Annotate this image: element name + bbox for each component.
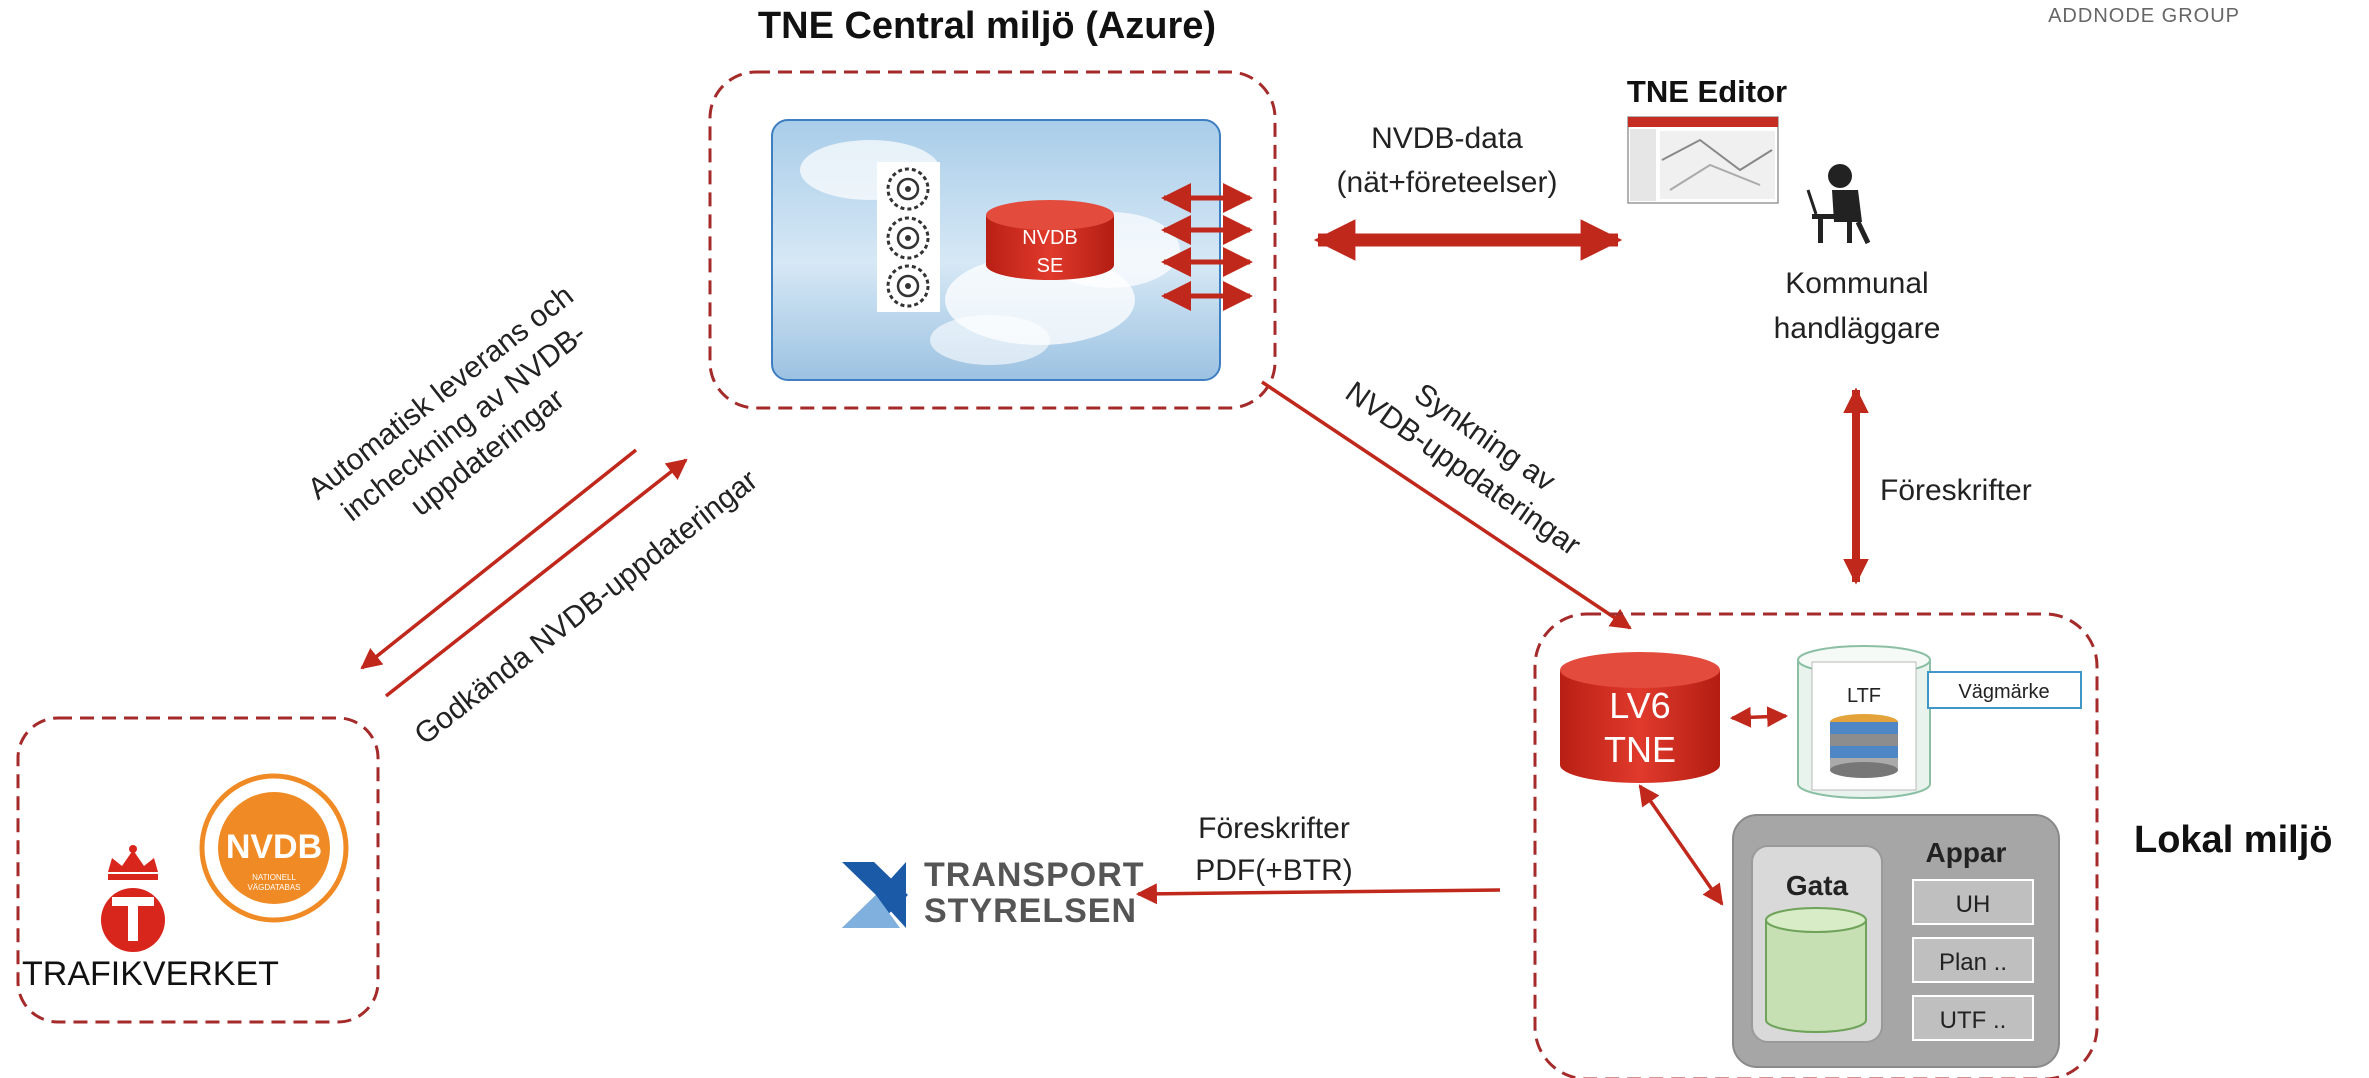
transportstyrelsen-logo-icon — [842, 862, 908, 928]
ltf-database: LTF — [1797, 645, 1931, 799]
app-label: UTF .. — [1940, 1007, 2007, 1034]
trafikverket-crown-icon — [101, 845, 165, 952]
local-title: Lokal miljö — [2134, 819, 2332, 861]
nvdb-badge-sub: NATIONELL — [252, 873, 296, 882]
process-icons — [877, 162, 940, 312]
trafikverket-frame — [16, 716, 380, 1024]
app-box-uh[interactable] — [1912, 879, 2034, 925]
delivery-arrow — [360, 448, 638, 670]
foreskrifter-vertical-label: Föreskrifter — [1880, 474, 2032, 507]
nvdb-badge-label: NVDB — [226, 828, 322, 866]
api-arrows — [1161, 183, 1253, 311]
gata-label: Gata — [1786, 870, 1849, 901]
lv6-label: LV6 — [1609, 685, 1670, 726]
user-label: Kommunal — [1785, 267, 1928, 300]
nvdb-se-label: SE — [1037, 255, 1064, 277]
lv6-label: TNE — [1604, 729, 1676, 770]
gata-database — [1765, 907, 1867, 1033]
app-box-plan[interactable] — [1912, 937, 2034, 983]
nvdb-data-label: NVDB-data — [1371, 122, 1523, 155]
app-box-utf[interactable] — [1912, 995, 2034, 1041]
nvdb-badge-sub: VÄGDATABAS — [247, 883, 300, 892]
appar-label: Appar — [1926, 837, 2007, 868]
central-title: TNE Central miljö (Azure) — [758, 5, 1216, 47]
gear-icon — [886, 167, 930, 211]
vagmarke-box — [1927, 671, 2082, 709]
gear-icon — [886, 216, 930, 260]
layers-icon — [1830, 714, 1898, 778]
app-label: Plan .. — [1939, 949, 2007, 976]
app-label: UH — [1956, 891, 1991, 918]
transport-label: STYRELSEN — [924, 892, 1137, 930]
nvdb-data-label: (nät+företeelser) — [1337, 166, 1558, 199]
editor-title: TNE Editor — [1627, 74, 1787, 109]
person-icon — [1806, 164, 1871, 245]
nvdb-se-database: NVDB SE — [986, 200, 1114, 280]
vagmarke-label: Vägmärke — [1958, 681, 2049, 703]
approved-label: Godkända NVDB-uppdateringar — [408, 464, 763, 752]
nvdb-badge-icon: NVDB NATIONELL VÄGDATABAS — [199, 773, 349, 923]
user-label: handläggare — [1774, 312, 1941, 345]
nvdb-se-label: NVDB — [1022, 227, 1078, 249]
transport-label: TRANSPORT — [924, 856, 1145, 894]
local-env-frame — [1533, 612, 2099, 1078]
gear-icon — [886, 264, 930, 308]
foreskrifter-pdf-label: Föreskrifter — [1198, 812, 1350, 845]
editor-screenshot — [1627, 116, 1779, 204]
foreskrifter-pdf-label: PDF(+BTR) — [1195, 854, 1353, 887]
foreskrifter-pdf-arrow — [1135, 883, 1501, 905]
lv6-gata-arrow — [1638, 784, 1724, 906]
ltf-label: LTF — [1847, 685, 1881, 707]
lv6-tne-database: LV6 TNE — [1560, 652, 1720, 783]
brand-label: ADDNODE GROUP — [2048, 5, 2240, 27]
sync-arrow — [1261, 380, 1632, 630]
approved-arrow — [384, 458, 688, 698]
lv6-ltf-arrow — [1729, 706, 1789, 728]
central-env-frame — [708, 70, 1277, 410]
trafikverket-label: TRAFIKVERKET — [22, 955, 279, 993]
